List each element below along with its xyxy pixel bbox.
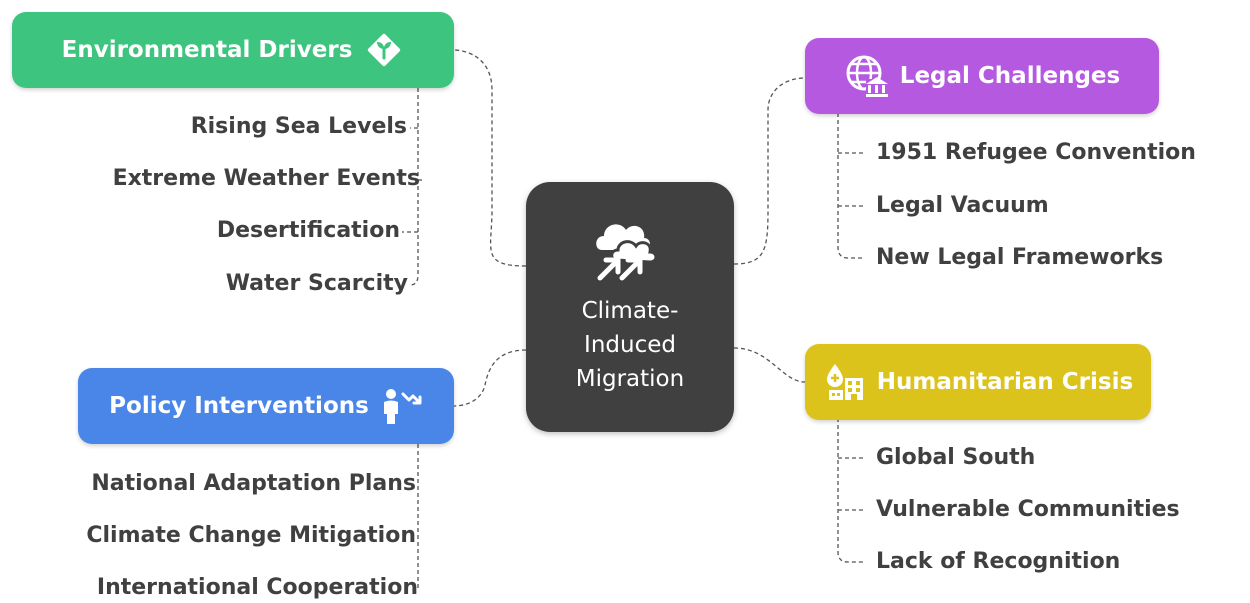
- node-humanitarian-crisis[interactable]: Humanitarian Crisis: [805, 344, 1151, 420]
- link-humanitarian: [733, 347, 806, 383]
- list-item-environmental-1: Rising Sea Levels: [190, 114, 407, 139]
- list-item-humanitarian-2: Vulnerable Communities: [876, 497, 1180, 522]
- central-topic[interactable]: Climate-Induced Migration: [526, 182, 734, 432]
- list-item-environmental-3: Desertification: [216, 218, 400, 243]
- list-item-legal-3: New Legal Frameworks: [876, 245, 1164, 270]
- globe-courthouse-icon: [844, 53, 890, 99]
- list-item-humanitarian-1: Global South: [876, 445, 1036, 470]
- list-item-legal-1: 1951 Refugee Convention: [876, 140, 1196, 165]
- plant-diamond-icon: [364, 30, 404, 70]
- list-item-policy-3: International Cooperation: [96, 575, 418, 600]
- person-trend-down-icon: [379, 384, 423, 428]
- node-policy-interventions[interactable]: Policy Interventions: [78, 368, 454, 444]
- list-item-environmental-2: Extreme Weather Events: [112, 166, 420, 191]
- list-item-humanitarian-3: Lack of Recognition: [876, 549, 1121, 574]
- node-legal-title: Legal Challenges: [899, 63, 1121, 89]
- node-environmental-title: Environmental Drivers: [61, 37, 353, 63]
- node-humanitarian-title: Humanitarian Crisis: [876, 369, 1134, 395]
- cloud-migration-icon: [592, 216, 668, 286]
- node-legal-challenges[interactable]: Legal Challenges: [805, 38, 1159, 114]
- central-topic-title: Climate-Induced Migration: [575, 298, 685, 392]
- node-policy-title: Policy Interventions: [109, 393, 369, 419]
- list-item-policy-2: Climate Change Mitigation: [86, 523, 416, 548]
- link-policy: [452, 349, 527, 407]
- spine-legal: [837, 113, 865, 259]
- list-item-legal-2: Legal Vacuum: [876, 193, 1049, 218]
- link-legal: [733, 77, 806, 265]
- node-environmental-drivers[interactable]: Environmental Drivers: [12, 12, 454, 88]
- link-environmental: [452, 49, 527, 267]
- aid-building-icon: [823, 360, 867, 404]
- spine-humanitarian: [837, 418, 865, 563]
- list-item-environmental-4: Water Scarcity: [225, 271, 408, 296]
- list-item-policy-1: National Adaptation Plans: [91, 471, 416, 496]
